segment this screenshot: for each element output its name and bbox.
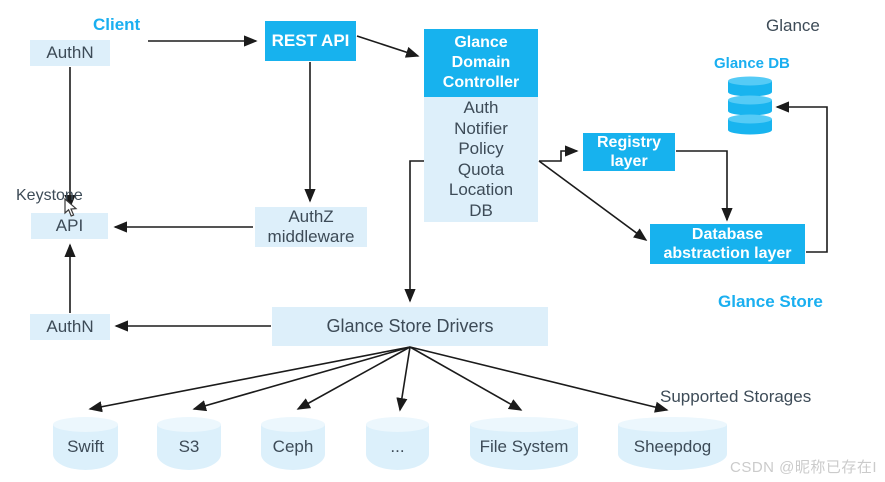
storage-sheepdog[interactable]: Sheepdog [618, 417, 727, 470]
registry-layer-box[interactable]: Registry layer [583, 133, 675, 171]
storage-file-system[interactable]: File System [470, 417, 578, 470]
storage-other[interactable]: ... [366, 417, 429, 470]
component-item: Location [448, 180, 514, 199]
arrow-fan-ceph [296, 346, 411, 410]
dbal-line: Database [691, 226, 764, 243]
storage-ceph[interactable]: Ceph [261, 417, 325, 470]
component-item: Notifier [454, 118, 508, 138]
glance-db-label: Glance DB [714, 55, 790, 72]
supported-storages-label: Supported Storages [660, 387, 812, 406]
database-cylinder-icon [728, 76, 772, 135]
storage-s3[interactable]: S3 [157, 417, 221, 470]
storage-label: Swift [67, 437, 104, 456]
rest-api-box[interactable]: REST API [265, 21, 356, 61]
authn-top-label: AuthN [46, 43, 94, 62]
authz-line: AuthZ [288, 207, 334, 226]
arrow-gdc-to-storedrivers [404, 160, 424, 303]
keystone-api-label: API [55, 216, 84, 235]
storage-label: File System [479, 437, 569, 456]
arrow-registry-to-dbabstraction [676, 150, 733, 222]
arrow-fan-dots [396, 346, 411, 412]
database-abstraction-layer-box[interactable]: Database abstraction layer [650, 224, 805, 264]
storage-label: S3 [178, 437, 200, 456]
storage-label: Ceph [272, 437, 314, 456]
gdc-line: Controller [442, 74, 520, 91]
arrow-gdc-to-dbabstraction [538, 160, 648, 241]
authn-bottom-box[interactable]: AuthN [30, 314, 110, 340]
glance-title: Glance [766, 16, 820, 35]
authn-top-box[interactable]: AuthN [30, 40, 110, 66]
arrow-fan-s3 [192, 346, 411, 412]
authz-middleware-box[interactable]: AuthZ middleware [255, 207, 367, 247]
keystone-api-box[interactable]: API [31, 213, 108, 239]
client-label: Client [93, 15, 141, 34]
component-item: Quota [457, 159, 505, 179]
arrow-fan-swift [88, 346, 411, 413]
registry-line: Registry [596, 134, 662, 151]
rest-api-label: REST API [271, 31, 350, 50]
arrow-fan-filesystem [409, 346, 523, 411]
glance-store-label: Glance Store [718, 292, 823, 311]
storage-swift[interactable]: Swift [53, 417, 118, 470]
glance-domain-controller-box[interactable]: Glance Domain Controller [424, 29, 538, 97]
authz-line: middleware [267, 227, 355, 246]
arrow-restapi-to-gdc [356, 35, 420, 58]
gdc-line: Glance [454, 34, 508, 51]
gdc-line: Domain [451, 54, 511, 71]
component-item: Auth [463, 98, 499, 117]
dbal-line: abstraction layer [663, 245, 792, 262]
component-item: DB [469, 200, 493, 220]
storage-label: ... [390, 437, 405, 456]
glance-store-drivers-box[interactable]: Glance Store Drivers [272, 307, 548, 346]
storage-label: Sheepdog [633, 437, 712, 456]
arrow-fan-sheepdog [409, 346, 669, 413]
watermark: CSDN @昵称已存在I [730, 459, 878, 476]
component-item: Policy [458, 139, 504, 158]
mouse-pointer-icon [64, 198, 78, 217]
arrow-gdc-to-registry [539, 145, 579, 162]
controller-components-box[interactable]: Auth Notifier Policy Quota Location DB [424, 97, 538, 222]
authn-bottom-label: AuthN [46, 317, 94, 336]
registry-line: layer [610, 153, 648, 170]
store-drivers-label: Glance Store Drivers [326, 316, 494, 336]
